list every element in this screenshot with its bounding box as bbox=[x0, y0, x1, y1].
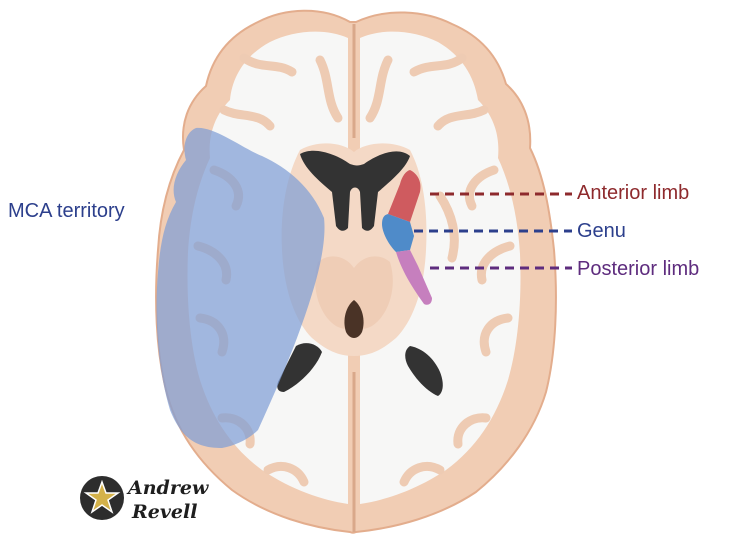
anterior-limb-region bbox=[388, 170, 421, 222]
star-icon bbox=[83, 479, 121, 514]
occipital-horn-left bbox=[277, 343, 322, 392]
occipital-horn-right bbox=[405, 346, 443, 396]
genu-region bbox=[382, 214, 414, 252]
andrew-revell-logo: Andrew Revell bbox=[80, 476, 209, 523]
logo-line1: Andrew bbox=[126, 477, 209, 499]
mca-territory-overlay bbox=[156, 127, 325, 448]
posterior-limb-region bbox=[396, 250, 432, 305]
deep-gray-matter bbox=[281, 143, 427, 356]
posterior-limb-label: Posterior limb bbox=[577, 258, 700, 280]
anterior-limb-label: Anterior limb bbox=[577, 182, 690, 204]
logo-line2: Revell bbox=[131, 501, 197, 523]
lateral-ventricle-frontal bbox=[300, 150, 410, 231]
thalamus bbox=[315, 256, 393, 329]
leader-lines bbox=[414, 192, 572, 270]
mca-territory-label: MCA territory bbox=[8, 200, 125, 222]
third-ventricle bbox=[344, 300, 364, 338]
genu-label: Genu bbox=[577, 220, 626, 242]
brain-section bbox=[155, 9, 557, 534]
gyri-right bbox=[365, 53, 515, 487]
